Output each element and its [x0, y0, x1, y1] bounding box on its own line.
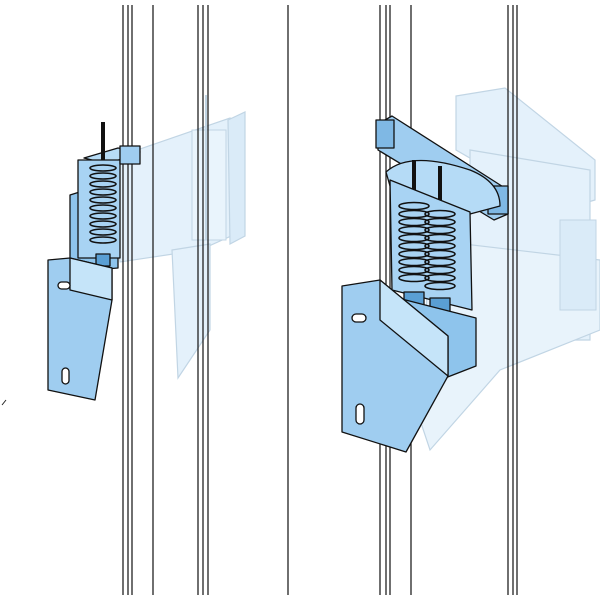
edge-tick — [1, 399, 7, 406]
right-slot-upper — [351, 313, 367, 323]
right-spring-coil-left — [398, 201, 430, 283]
left-bracket-side — [69, 257, 113, 301]
left-spring-coil — [89, 164, 117, 244]
right-spring-assembly — [341, 115, 509, 453]
right-slot-lower — [355, 403, 365, 425]
left-slot-lower — [61, 367, 70, 385]
left-slot-upper — [57, 281, 71, 290]
right-mounting-plate-side — [379, 279, 449, 377]
ghost-bracket-flange-left — [227, 111, 246, 245]
left-top-nut — [119, 145, 141, 165]
ghost-spring-left — [191, 95, 227, 241]
ghost-leg-left — [171, 243, 211, 380]
right-top-plate-end-left — [375, 119, 395, 149]
left-spring-assembly — [47, 122, 141, 401]
ghost-block-right — [559, 219, 597, 311]
right-spring-coil-right — [424, 209, 456, 291]
